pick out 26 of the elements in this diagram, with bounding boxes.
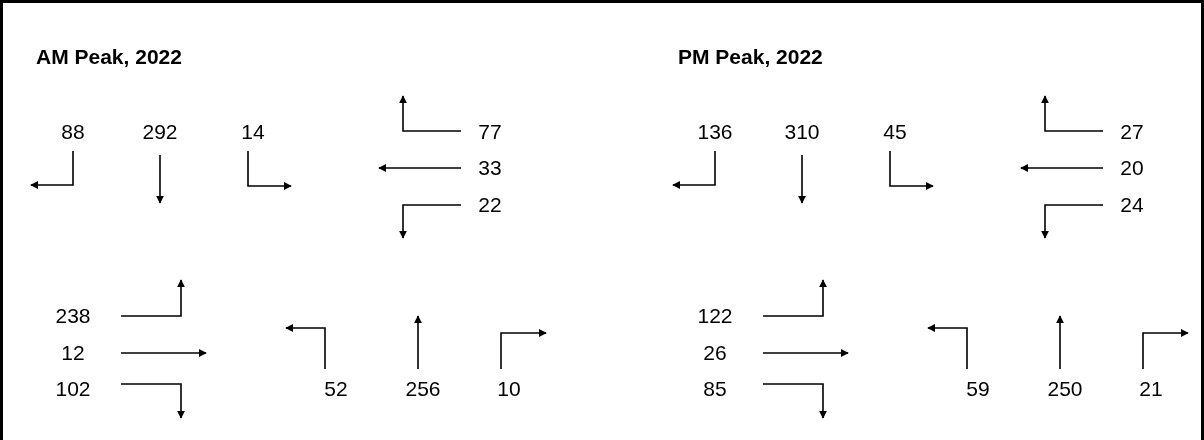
movement-count: 310 — [784, 120, 820, 144]
movement-count: 45 — [883, 120, 907, 144]
movement-count: 26 — [703, 341, 727, 365]
movement-count: 238 — [55, 304, 91, 328]
movement-count: 10 — [497, 377, 521, 401]
movement-count: 22 — [478, 193, 502, 217]
movement-count: 20 — [1120, 156, 1144, 180]
movement-count: 256 — [405, 377, 441, 401]
movement-count: 102 — [55, 377, 91, 401]
movement-count: 12 — [61, 341, 85, 365]
movement-count: 21 — [1139, 377, 1163, 401]
movement-count: 27 — [1120, 120, 1144, 144]
movement-count: 88 — [61, 120, 85, 144]
movement-count: 24 — [1120, 193, 1144, 217]
movement-count: 77 — [478, 120, 502, 144]
movement-count: 122 — [697, 304, 733, 328]
movement-count: 52 — [324, 377, 348, 401]
panel-title: PM Peak, 2022 — [678, 45, 823, 69]
movement-count: 292 — [142, 120, 178, 144]
movement-count: 14 — [241, 120, 265, 144]
movement-count: 250 — [1047, 377, 1083, 401]
movement-count: 33 — [478, 156, 502, 180]
movement-count: 59 — [966, 377, 990, 401]
movement-count: 85 — [703, 377, 727, 401]
movement-count: 136 — [697, 120, 733, 144]
panel-title: AM Peak, 2022 — [36, 45, 182, 69]
